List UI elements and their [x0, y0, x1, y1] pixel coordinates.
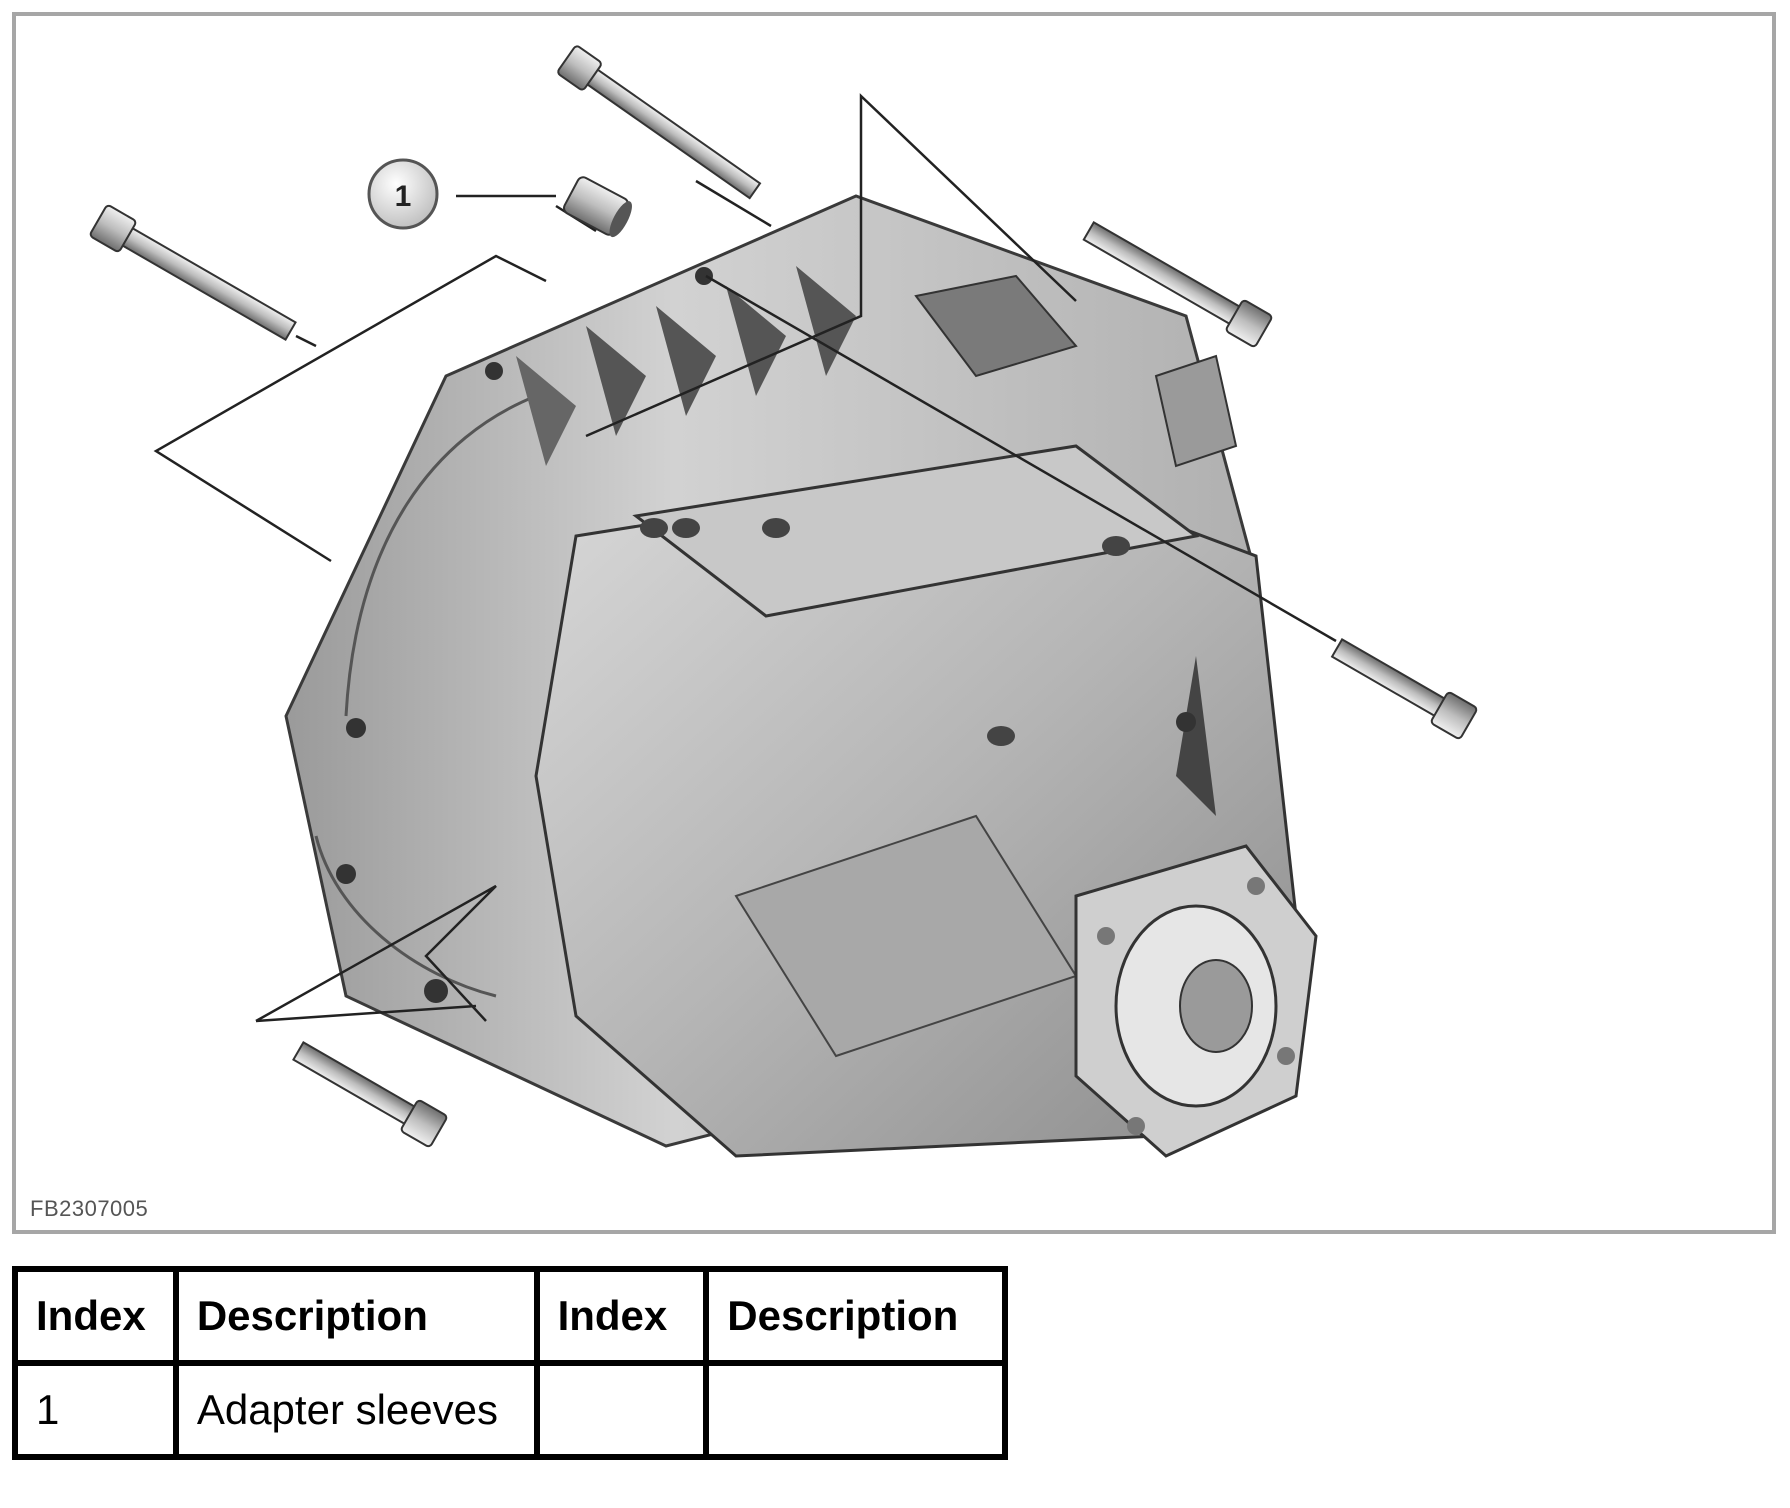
mounting-holes	[336, 267, 1196, 1003]
header-description-2: Description	[703, 1266, 1008, 1366]
legend-row: 1 Adapter sleeves	[12, 1360, 1008, 1460]
bolt-upper-right	[1082, 220, 1273, 348]
legend-header-row: Index Description Index Description	[12, 1266, 1008, 1366]
header-description-1: Description	[172, 1266, 540, 1366]
transmission-illustration: 1	[89, 45, 1478, 1158]
legend-table: Index Description Index Description 1 Ad…	[12, 1266, 1008, 1460]
legend-cell-index: 1	[12, 1360, 179, 1460]
legend-cell-description	[703, 1360, 1008, 1460]
legend-cell-index	[533, 1360, 710, 1460]
callout-number: 1	[395, 180, 412, 213]
bolt-right	[1330, 637, 1478, 740]
figure-id: FB2307005	[30, 1196, 149, 1221]
callout-1: 1	[367, 158, 439, 230]
figure-frame: 1 FB2307005	[12, 12, 1776, 1234]
adapter-sleeve	[563, 176, 632, 238]
bolt-upper-left	[89, 204, 297, 342]
bolt-lower-left	[292, 1040, 448, 1148]
legend-cell-description: Adapter sleeves	[172, 1360, 540, 1460]
header-index-2: Index	[533, 1266, 710, 1366]
leader-lines	[153, 93, 1337, 1023]
output-flange	[1074, 844, 1318, 1158]
header-index-1: Index	[12, 1266, 179, 1366]
bolt-top-center	[557, 45, 762, 200]
